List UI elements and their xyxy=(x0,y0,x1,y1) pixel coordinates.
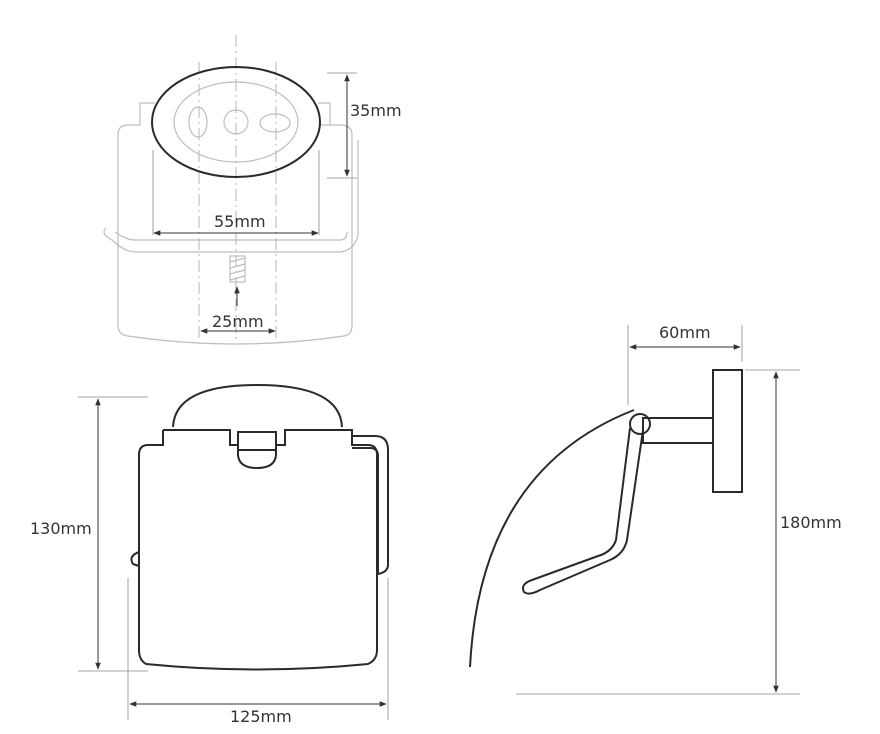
mount-slot-left xyxy=(188,106,208,138)
mount-slot-right xyxy=(259,113,291,133)
roll-arm xyxy=(522,427,644,595)
front-view: 130mm 125mm xyxy=(30,383,389,726)
height-label: 180mm xyxy=(780,513,842,532)
rosette-dome xyxy=(172,383,343,428)
screw-icon xyxy=(229,255,246,283)
wall-plate xyxy=(712,369,743,493)
hinge-pin xyxy=(629,413,651,435)
inner-plate xyxy=(173,81,299,163)
support-arm xyxy=(642,417,714,444)
width-label: 125mm xyxy=(230,707,292,726)
roll-bar-side xyxy=(352,435,389,575)
depth-label: 60mm xyxy=(659,323,711,342)
mount-hole-center xyxy=(223,109,249,135)
wall-rosette xyxy=(151,66,321,178)
side-view: 60mm 180mm xyxy=(469,323,842,695)
top-view: 35mm 55mm 25mm xyxy=(103,35,402,345)
height-label: 35mm xyxy=(350,101,402,120)
hinge-cap xyxy=(237,431,277,470)
cover-body xyxy=(138,429,378,671)
holder-body-outline xyxy=(117,102,353,345)
roll-bar-tip xyxy=(130,551,140,567)
cover-curve xyxy=(469,409,635,668)
roll-bar-outline xyxy=(103,140,359,253)
hole-spacing-label: 25mm xyxy=(212,312,264,331)
height-label: 130mm xyxy=(30,519,92,538)
width-label: 55mm xyxy=(214,212,266,231)
